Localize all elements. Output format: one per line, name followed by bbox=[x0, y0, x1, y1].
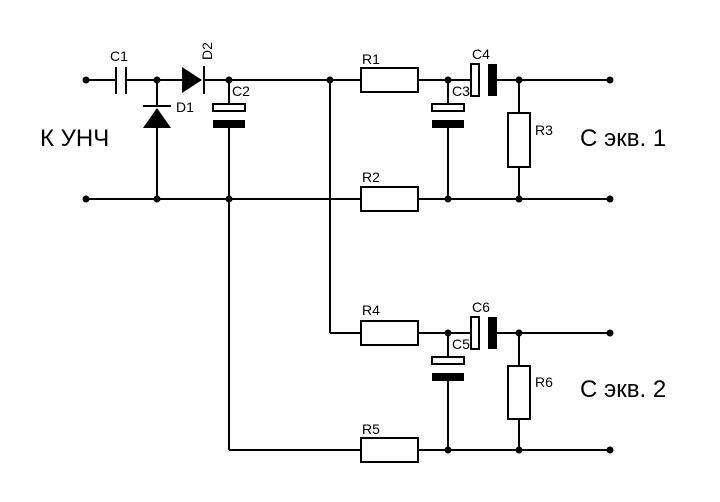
label-c6: C6 bbox=[472, 299, 490, 315]
label-r4: R4 bbox=[362, 302, 380, 318]
resistor-r6 bbox=[507, 365, 531, 420]
label-r6: R6 bbox=[535, 374, 553, 390]
label-c2: C2 bbox=[232, 83, 250, 99]
label-r2: R2 bbox=[362, 169, 380, 185]
label-d2: D2 bbox=[199, 42, 215, 60]
label-r5: R5 bbox=[362, 421, 380, 437]
wires bbox=[86, 79, 610, 451]
junction-dots bbox=[82, 76, 614, 454]
output-label-1: С экв. 1 bbox=[580, 125, 666, 152]
label-d1: D1 bbox=[176, 99, 194, 115]
resistor-r2 bbox=[360, 186, 419, 212]
label-r1: R1 bbox=[362, 51, 380, 67]
resistor-r5 bbox=[360, 437, 419, 463]
diode-d1 bbox=[143, 105, 171, 128]
resistor-r4 bbox=[360, 320, 419, 346]
input-label: К УНЧ bbox=[40, 125, 109, 152]
capacitor-c4 bbox=[470, 63, 497, 97]
capacitor-c6 bbox=[470, 316, 497, 350]
label-r3: R3 bbox=[535, 122, 553, 138]
capacitor-c5 bbox=[431, 356, 465, 381]
label-c4: C4 bbox=[472, 46, 490, 62]
resistor-r3 bbox=[507, 112, 531, 168]
capacitor-c3 bbox=[431, 103, 465, 128]
label-c3: C3 bbox=[452, 83, 470, 99]
output-label-2: С экв. 2 bbox=[580, 376, 666, 403]
label-c5: C5 bbox=[452, 336, 470, 352]
resistor-r1 bbox=[360, 67, 419, 93]
capacitor-c1 bbox=[115, 67, 127, 94]
label-c1: C1 bbox=[110, 48, 128, 64]
capacitor-c2 bbox=[212, 103, 246, 128]
diode-d2 bbox=[182, 66, 205, 94]
